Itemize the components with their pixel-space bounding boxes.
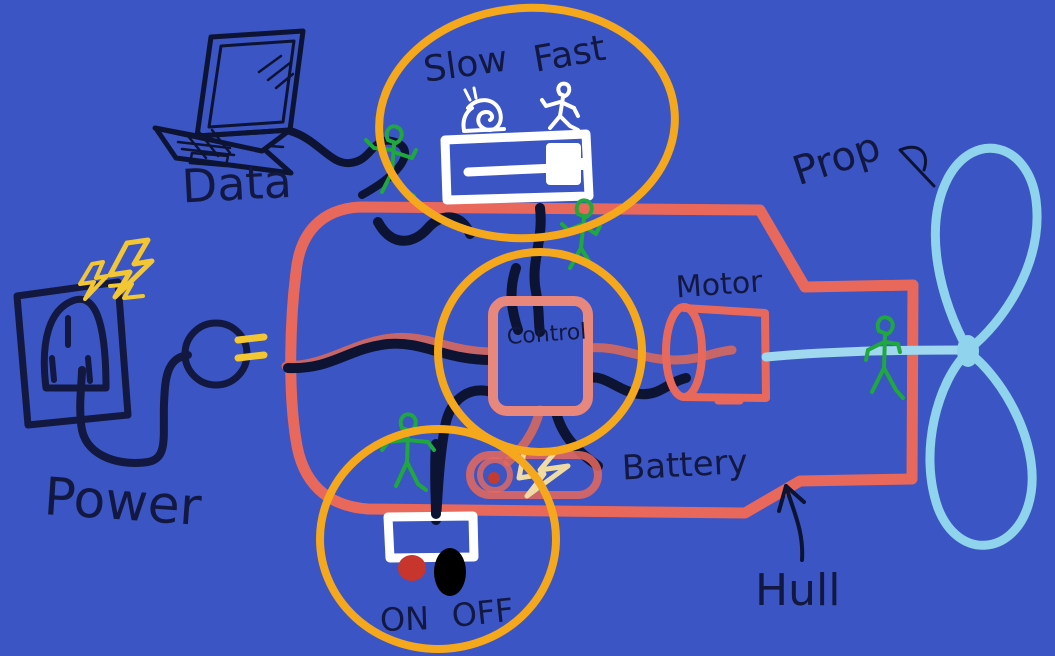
on-label: ON bbox=[379, 599, 429, 639]
drive-shaft bbox=[761, 345, 973, 362]
runner-icon bbox=[540, 81, 580, 132]
power-switch-highlight[interactable] bbox=[316, 425, 560, 653]
slider-frame bbox=[440, 129, 594, 205]
speed-slider[interactable] bbox=[440, 129, 594, 205]
switch-wire bbox=[430, 439, 441, 519]
laptop-keys-icon bbox=[176, 128, 236, 160]
hull-arrow-head-icon bbox=[777, 484, 806, 513]
hull-arrow-shaft bbox=[784, 484, 805, 562]
laptop-screen-inner bbox=[207, 39, 296, 129]
hull-label: Hull bbox=[755, 565, 840, 616]
battery-terminal-ring bbox=[477, 457, 513, 493]
data-label: Data bbox=[180, 154, 293, 214]
wall-outlet[interactable] bbox=[13, 278, 132, 429]
highlight-circles bbox=[316, 0, 682, 653]
slider-knob[interactable] bbox=[546, 143, 581, 185]
laptop-trackpad-icon bbox=[188, 151, 230, 168]
outlet-slot-left-icon bbox=[49, 355, 57, 383]
propeller-blade-lower bbox=[925, 346, 1037, 550]
hull-callout: Hull bbox=[755, 484, 840, 616]
laptop-keyboard-deck bbox=[154, 127, 294, 176]
slider-track[interactable] bbox=[463, 163, 561, 177]
power-bolts bbox=[78, 237, 155, 301]
switch-off-indicator[interactable] bbox=[434, 548, 466, 596]
switch-on-indicator[interactable] bbox=[398, 555, 426, 581]
outlet-face bbox=[40, 295, 110, 392]
prop-arrow-icon bbox=[898, 145, 936, 188]
propeller[interactable] bbox=[925, 143, 1042, 550]
person-tail bbox=[864, 315, 905, 400]
control-box-outline bbox=[488, 296, 593, 416]
power-cord bbox=[76, 351, 192, 467]
switch-frame bbox=[383, 511, 479, 563]
laptop-screen-glare-icon bbox=[257, 54, 295, 90]
propeller-hub bbox=[957, 335, 979, 367]
control-label: Control bbox=[506, 319, 587, 349]
battery-label: Battery bbox=[621, 442, 749, 489]
motor-label: Motor bbox=[675, 264, 765, 305]
control-box-highlight[interactable] bbox=[434, 248, 646, 456]
bolt-large-icon bbox=[107, 237, 155, 300]
outlet-plate bbox=[13, 278, 132, 429]
bolt-small-icon bbox=[78, 260, 109, 301]
snail-icon bbox=[461, 86, 506, 133]
plug-prongs-icon bbox=[234, 333, 268, 362]
power-label: Power bbox=[42, 467, 204, 538]
speed-slider-highlight[interactable] bbox=[371, 0, 682, 248]
outlet-slot-right-icon bbox=[85, 355, 93, 384]
propeller-blade-upper bbox=[930, 143, 1042, 357]
control-box[interactable]: Control bbox=[488, 296, 593, 416]
laptop-hinge-latch-icon bbox=[268, 144, 285, 149]
bolt-spark-icon bbox=[108, 282, 145, 300]
hull[interactable] bbox=[285, 201, 919, 519]
battery-terminal-dot bbox=[488, 472, 500, 484]
laptop-base bbox=[152, 125, 293, 154]
slider-knob-tip bbox=[577, 158, 588, 170]
